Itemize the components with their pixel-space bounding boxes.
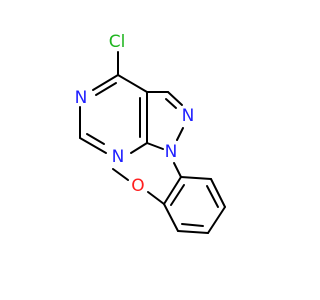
molecule-structure-diagram: Cl N N N N O	[75, 32, 226, 234]
bond-ph4-ph5	[177, 230, 209, 234]
bond-ph3-ph4	[207, 206, 226, 234]
bond-c4-c3a	[117, 74, 148, 93]
bond-ph6-ph1-inner	[170, 184, 185, 206]
bond-c3-n2	[167, 91, 183, 106]
bond-c4-n5-inner	[95, 82, 117, 96]
bond-o-ch3	[112, 168, 129, 181]
bond-n7-c7a	[130, 142, 148, 154]
bond-n1-c7a	[146, 142, 164, 150]
bond-c6-n7	[79, 137, 107, 154]
atom-label-nitrogen-5: N	[75, 88, 88, 108]
bond-c3-n2-inner	[165, 98, 177, 109]
bond-ph6-o	[147, 191, 165, 205]
atom-label-nitrogen-7: N	[112, 147, 125, 167]
atom-label-chlorine: Cl	[109, 32, 126, 52]
bond-ph6-ph1	[163, 176, 182, 205]
bond-c4-n5	[92, 74, 119, 91]
atom-label-nitrogen-1: N	[165, 142, 178, 162]
bond-ph2-ph3	[210, 178, 226, 208]
bond-c6-n7-inner	[86, 133, 105, 145]
atom-labels: Cl N N N N O	[75, 32, 195, 196]
bond-n2-n1	[176, 127, 184, 141]
atom-label-oxygen: O	[131, 176, 144, 196]
bond-n1-phenyl	[173, 162, 182, 178]
bond-ph1-ph2	[180, 176, 212, 180]
bond-ph2-ph3-inner	[206, 185, 219, 208]
bonds	[79, 51, 226, 234]
atom-label-nitrogen-2: N	[182, 106, 195, 126]
bond-ph4-ph5-inner	[181, 223, 204, 227]
bond-ph5-ph6	[163, 203, 179, 232]
